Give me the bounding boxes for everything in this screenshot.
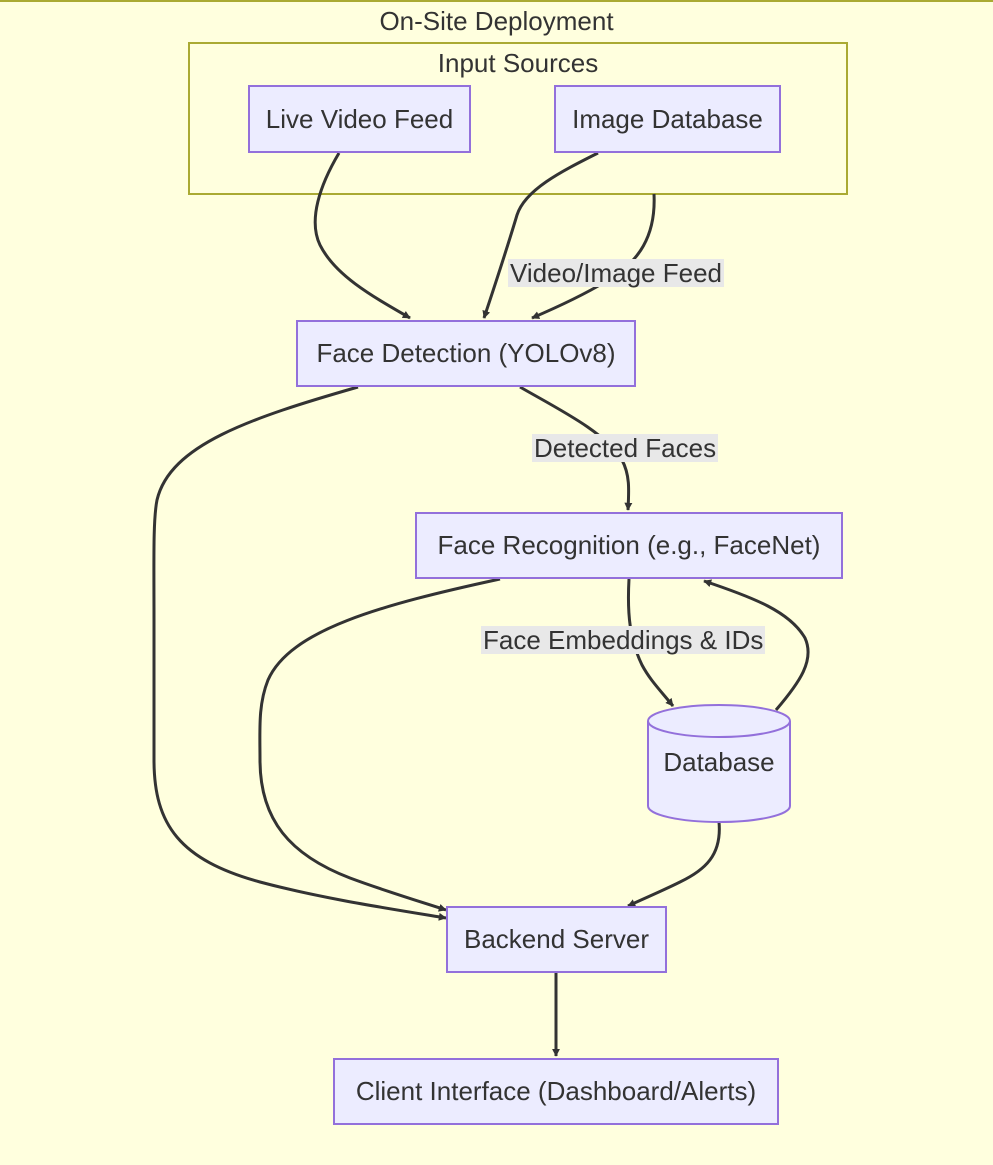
image-database-node[interactable]: Image Database — [554, 85, 781, 153]
edge-image-db-to-detection-a — [482, 151, 599, 319]
edge-database-to-backend — [627, 821, 721, 908]
edge-live-video-to-detection — [313, 152, 411, 320]
input-sources-title: Input Sources — [437, 48, 599, 78]
database-cylinder-shape — [647, 704, 791, 823]
edge-recognition-to-database — [626, 578, 675, 707]
backend-server-node[interactable]: Backend Server — [446, 906, 667, 973]
face-detection-node[interactable]: Face Detection (YOLOv8) — [296, 320, 636, 387]
live-video-feed-node[interactable]: Live Video Feed — [248, 85, 471, 153]
edge-recognition-to-backend — [258, 577, 501, 912]
input-sources-cluster-box — [188, 42, 848, 195]
edge-detection-to-backend — [152, 385, 447, 921]
edge-image-db-to-detection-b — [531, 193, 656, 320]
client-interface-node[interactable]: Client Interface (Dashboard/Alerts) — [333, 1058, 779, 1125]
outer-cluster-title: On-Site Deployment — [379, 6, 614, 36]
face-recognition-node[interactable]: Face Recognition (e.g., FaceNet) — [415, 512, 843, 579]
edge-database-to-recognition — [703, 579, 810, 711]
edge-label-video-image-feed: Video/Image Feed — [508, 258, 724, 288]
edge-label-face-embeddings: Face Embeddings & IDs — [481, 625, 766, 655]
database-node[interactable]: Database — [663, 747, 775, 777]
edge-label-detected-faces: Detected Faces — [532, 433, 719, 463]
